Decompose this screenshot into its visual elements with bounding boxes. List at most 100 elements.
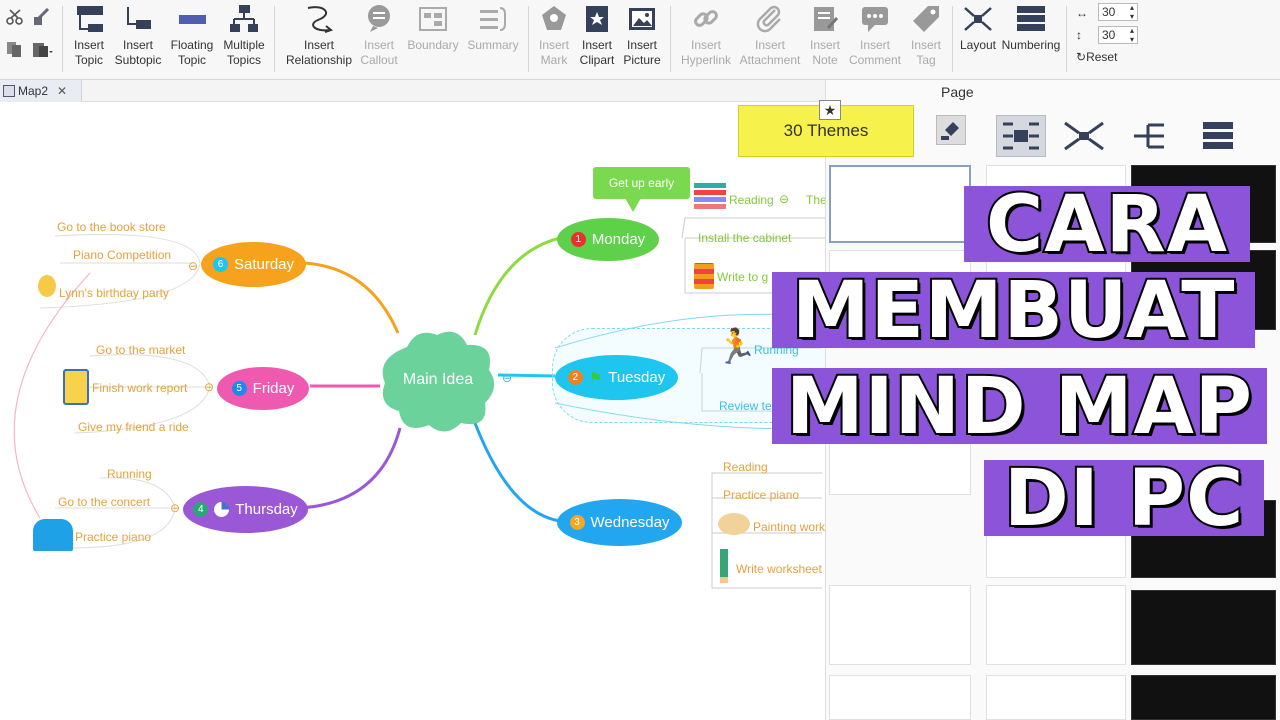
friday-leaf-market[interactable]: Go to the market <box>96 343 186 357</box>
thursday-leaf-concert[interactable]: Go to the concert <box>58 495 151 509</box>
insert-note-button[interactable]: Insert Note <box>806 4 844 68</box>
summary-label: Summary <box>467 38 519 52</box>
boundary-icon <box>419 7 447 31</box>
boundary-button[interactable]: Boundary <box>404 4 462 53</box>
insert-hyperlink-label: Insert Hyperlink <box>680 38 731 67</box>
theme-thumbnail-10[interactable] <box>829 585 971 665</box>
insert-comment-button[interactable]: Insert Comment <box>846 4 904 68</box>
insert-topic-button[interactable]: Insert Topic <box>68 4 110 68</box>
monday-leaf-install-cabinet[interactable]: Install the cabinet <box>698 231 792 245</box>
tuesday-collapse-toggle[interactable]: ⊖ <box>502 371 513 385</box>
tuesday-node[interactable]: 2⚑Tuesday <box>555 355 678 400</box>
tab-map2[interactable]: Map2 ✕ <box>0 80 82 102</box>
saturday-node[interactable]: 6 Saturday <box>201 242 306 287</box>
theme-thumbnail-1[interactable] <box>829 165 971 243</box>
thursday-leaf-practice-piano[interactable]: Practice piano <box>75 530 152 544</box>
saturday-leaf-birthday-party[interactable]: Lynn's birthday party <box>59 286 169 300</box>
layout-button[interactable]: Layout <box>958 4 998 53</box>
callout-label: Get up early <box>608 176 675 190</box>
wednesday-leaf-reading[interactable]: Reading <box>723 460 768 474</box>
insert-comment-label: Insert Comment <box>848 38 901 67</box>
callout-pointer <box>625 198 641 212</box>
floating-topic-button[interactable]: Floating Topic <box>166 4 218 68</box>
multiple-topics-label: Multiple Topics <box>223 38 265 67</box>
friday-leaf-ride[interactable]: Give my friend a ride <box>78 420 189 434</box>
insert-tag-label: Insert Tag <box>910 38 941 67</box>
treadmill-icon: 🏃 <box>715 328 758 366</box>
monday-leaf-the[interactable]: The <box>806 193 827 207</box>
insert-mark-button[interactable]: Insert Mark <box>534 4 574 68</box>
theme-thumbnail-15[interactable] <box>1131 675 1276 720</box>
numbering-button[interactable]: Numbering <box>1000 4 1062 53</box>
star-icon: ★ <box>819 100 841 120</box>
summary-button[interactable]: Summary <box>464 4 522 53</box>
multiple-topics-button[interactable]: Multiple Topics <box>220 4 268 68</box>
thursday-collapse-toggle[interactable]: ⊖ <box>170 501 181 515</box>
cut-icon[interactable] <box>4 8 26 30</box>
insert-callout-button[interactable]: Insert Callout <box>356 4 402 68</box>
monday-leaf-reading[interactable]: Reading <box>729 193 774 207</box>
insert-tag-button[interactable]: Insert Tag <box>906 4 946 68</box>
theme-thumbnail-13[interactable] <box>829 675 971 720</box>
wednesday-leaf-painting-work[interactable]: Painting work <box>753 520 826 534</box>
copy-icon[interactable] <box>4 40 26 62</box>
numbering-label: Numbering <box>1001 38 1061 52</box>
saturday-number-badge: 6 <box>212 257 228 272</box>
theme-thumbnail-11[interactable] <box>986 585 1126 665</box>
saturday-collapse-toggle[interactable]: ⊖ <box>188 259 199 273</box>
thursday-leaf-running[interactable]: Running <box>107 467 152 481</box>
friday-leaf-work-report[interactable]: Finish work report <box>92 381 188 395</box>
panel-title: Page <box>941 84 974 100</box>
friday-collapse-toggle[interactable]: ⊖ <box>204 380 215 394</box>
monday-leaf-write[interactable]: Write to g <box>717 270 769 284</box>
wednesday-label: Wednesday <box>590 514 670 531</box>
tuesday-number-badge: 2 <box>567 370 583 385</box>
tuesday-leaf-review[interactable]: Review te <box>719 399 772 413</box>
close-tab-icon[interactable]: ✕ <box>56 84 67 98</box>
saturday-label: Saturday <box>233 256 295 273</box>
insert-topic-label: Insert Topic <box>73 38 104 67</box>
note-icon <box>814 7 839 31</box>
main-idea-node[interactable]: Main Idea <box>377 325 499 437</box>
wednesday-leaf-write-worksheet[interactable]: Write worksheet <box>736 562 822 576</box>
insert-relationship-button[interactable]: Insert Relationship <box>284 4 354 68</box>
layout-style-3-icon[interactable] <box>1128 117 1174 157</box>
vertical-spacing-input[interactable]: 30▴▾ <box>1098 26 1138 44</box>
wednesday-leaf-practice-piano[interactable]: Practice piano <box>723 488 800 502</box>
saturday-leaf-piano-competition[interactable]: Piano Competition <box>73 248 172 262</box>
theme-thumbnail-14[interactable] <box>986 675 1126 720</box>
reset-button[interactable]: ↻Reset <box>1076 50 1118 64</box>
saturday-leaf-book-store[interactable]: Go to the book store <box>57 220 166 234</box>
insert-topic-icon <box>77 6 103 32</box>
monday-collapse-toggle[interactable]: ⊖ <box>779 192 790 206</box>
paint-bucket-icon[interactable] <box>936 115 966 145</box>
picture-icon <box>629 8 655 30</box>
insert-attachment-button[interactable]: Insert Attachment <box>738 4 802 68</box>
comment-icon <box>862 7 888 32</box>
insert-subtopic-button[interactable]: Insert Subtopic <box>114 4 162 68</box>
horizontal-spacing-value: 30 <box>1102 5 1116 19</box>
insert-picture-button[interactable]: Insert Picture <box>620 4 664 68</box>
friday-label: Friday <box>252 380 295 397</box>
multiple-topics-icon <box>230 5 258 32</box>
overlay-title-line-1: CARA <box>964 184 1251 266</box>
monday-label: Monday <box>591 231 646 248</box>
paste-icon[interactable] <box>30 40 54 62</box>
insert-hyperlink-button[interactable]: Insert Hyperlink <box>678 4 734 68</box>
insert-clipart-button[interactable]: Insert Clipart <box>576 4 618 68</box>
floating-topic-icon <box>179 15 206 24</box>
layout-style-1-icon[interactable] <box>996 115 1046 157</box>
format-painter-icon[interactable] <box>30 7 52 30</box>
horizontal-spacing-input[interactable]: 30▴▾ <box>1098 3 1138 21</box>
layout-style-4-icon[interactable] <box>1199 117 1245 157</box>
themes-button[interactable]: ★ 30 Themes <box>738 100 914 157</box>
layout-icon <box>964 7 992 31</box>
layout-style-2-icon[interactable] <box>1063 117 1105 157</box>
theme-thumbnail-12[interactable] <box>1131 590 1276 665</box>
get-up-early-callout[interactable]: Get up early <box>593 167 690 199</box>
